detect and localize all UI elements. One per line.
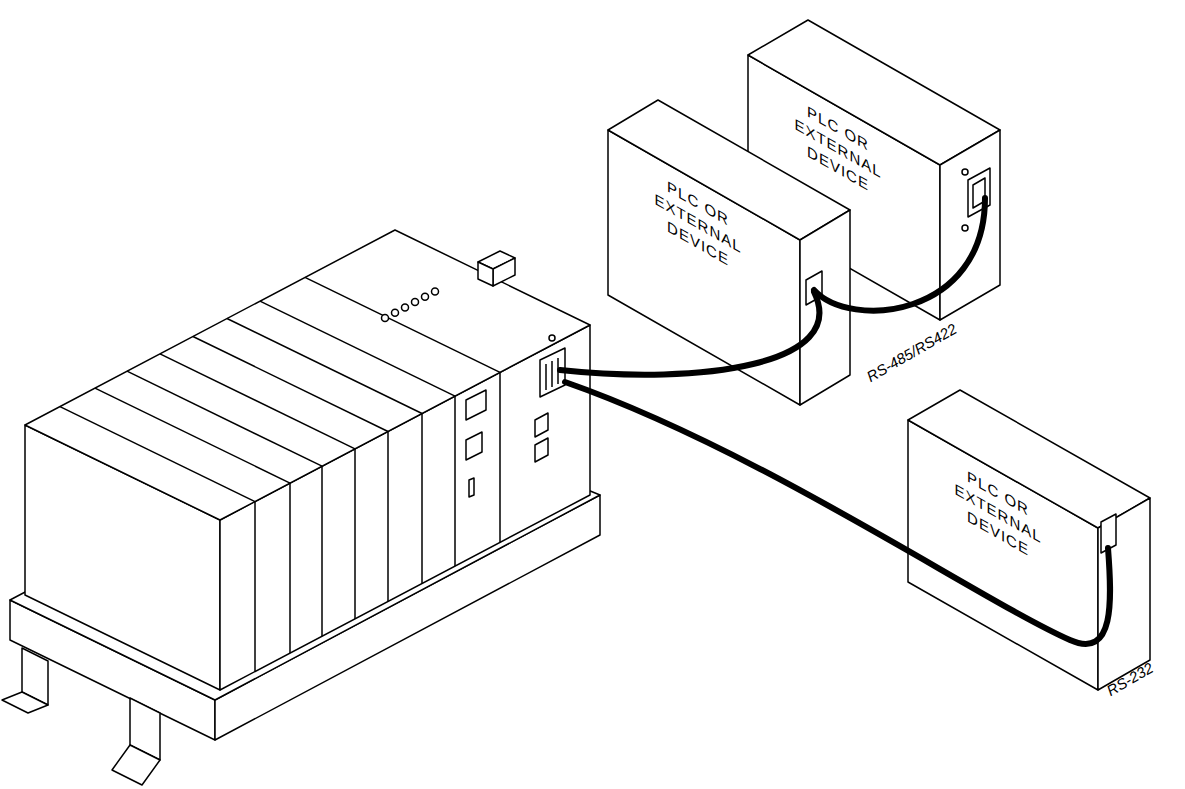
interface-label: RS-485/RS422 — [864, 320, 960, 385]
cable — [814, 198, 985, 311]
device-label: PLC OR EXTERNAL DEVICE — [948, 455, 1048, 572]
device-box: PLC OR EXTERNAL DEVICE — [608, 100, 850, 405]
device-cubes — [608, 20, 1150, 690]
device-label: PLC OR EXTERNAL DEVICE — [788, 90, 888, 207]
device-box: PLC OR EXTERNAL DEVICE — [748, 20, 1000, 320]
rack-cables — [560, 292, 1110, 644]
device-label: PLC OR EXTERNAL DEVICE — [648, 165, 748, 282]
interface-label-holder: RS-232 — [1112, 682, 1163, 699]
device-box: PLC OR EXTERNAL DEVICE — [908, 390, 1150, 690]
rack-modules — [25, 230, 590, 690]
rack-details — [382, 251, 566, 497]
interface-label-holder: RS-485/RS422 — [872, 368, 973, 385]
